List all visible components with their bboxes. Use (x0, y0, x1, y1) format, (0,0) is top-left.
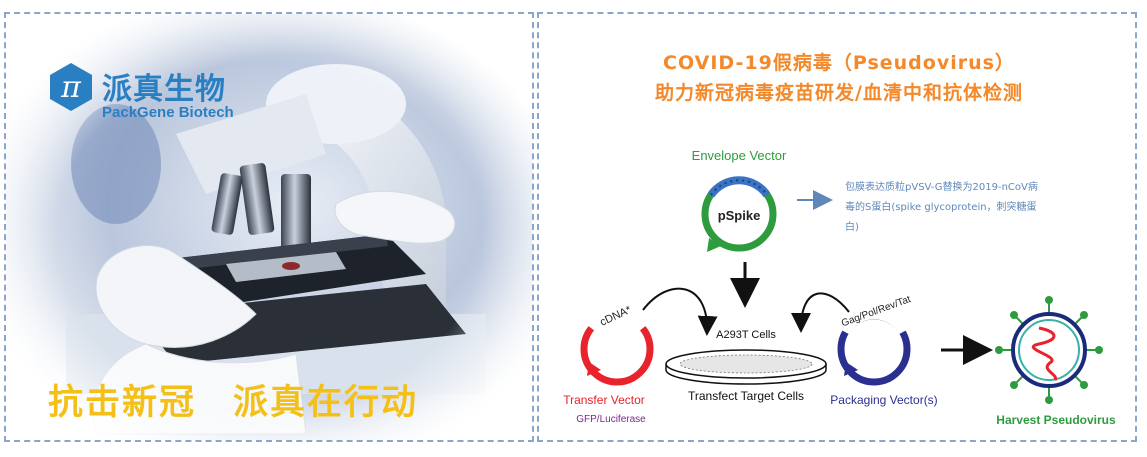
pi-logo-icon: π (50, 63, 92, 111)
envelope-plasmid (701, 176, 777, 252)
transfect-label: Transfect Target Cells (688, 389, 804, 403)
transfer-curved-arrow (642, 287, 718, 336)
title-line-2: 助力新冠病毒疫苗研发/血清中和抗体检测 (655, 82, 1023, 104)
logo-chinese-name: 派真生物 (102, 72, 226, 107)
envelope-vector-label: Envelope Vector (692, 148, 787, 163)
pseudovirus-workflow-diagram: Envelope Vector pSpike cDNA* Transfer Ve… (563, 148, 1116, 427)
packaging-plasmid (837, 310, 911, 386)
logo-english-name: PackGene Biotech (102, 104, 234, 121)
transfer-plasmid (580, 310, 654, 386)
slogan-text: 抗击新冠 派真在行动 (48, 383, 419, 423)
petri-dish (665, 349, 827, 385)
gfp-label: GFP/Luciferase (576, 414, 646, 425)
pspike-label: pSpike (718, 208, 761, 223)
transfer-vector-label: Transfer Vector (563, 393, 645, 407)
packaging-vector-label: Packaging Vector(s) (830, 393, 937, 407)
pseudovirus-particle-icon (995, 296, 1103, 404)
svg-text:π: π (60, 70, 82, 105)
packaging-curved-arrow (791, 292, 850, 333)
envelope-note: 包膜表达质粒pVSV-G替换为2019-nCoV病毒的S蛋白(spike gly… (845, 182, 1038, 233)
harvest-label: Harvest Pseudovirus (996, 413, 1116, 427)
cdna-label: cDNA* (598, 304, 634, 329)
right-diagram-panel: COVID-19假病毒（Pseudovirus） 助力新冠病毒疫苗研发/血清中和… (537, 12, 1137, 442)
cells-label: A293T Cells (716, 329, 776, 341)
left-banner-panel: π 派真生物 PackGene Biotech 抗击新冠 派真在行动 (4, 12, 534, 442)
microscope-photo (6, 14, 532, 440)
title-line-1: COVID-19假病毒（Pseudovirus） (663, 52, 1015, 74)
